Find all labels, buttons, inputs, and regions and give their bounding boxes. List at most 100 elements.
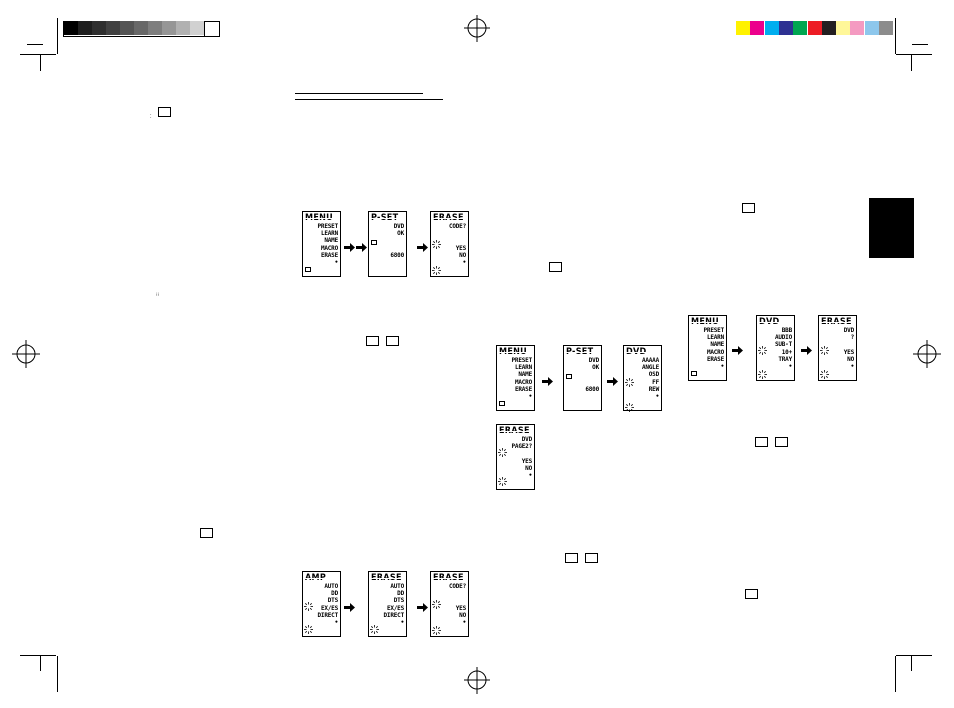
lcd-title: DVD	[759, 317, 791, 327]
gray-swatch	[148, 21, 162, 35]
lcd-lines: CODE? YES NO •	[448, 583, 466, 627]
registration-mark-icon	[464, 667, 490, 694]
heading-rule	[295, 93, 423, 94]
key-placeholder-icon	[200, 528, 213, 538]
right-arrow-icon	[732, 340, 743, 355]
color-swatch	[864, 21, 879, 35]
lcd-title: ERASE	[499, 426, 530, 436]
lcd-title: MENU	[691, 317, 723, 327]
color-swatch	[836, 21, 851, 35]
key-placeholder-icon	[742, 203, 755, 213]
gray-swatch	[64, 21, 78, 35]
lcd-title: P-SET	[371, 213, 403, 223]
right-arrow-icon	[344, 237, 355, 252]
heading-rule	[295, 99, 443, 100]
blink-indicator-icon	[758, 340, 767, 355]
battery-icon	[691, 371, 697, 376]
lcd-lines: PRESET LEARN NAME MACRO ERASE •	[703, 327, 725, 371]
gray-swatch	[190, 21, 204, 35]
key-placeholder-icon	[549, 262, 562, 272]
gray-swatch	[120, 21, 134, 35]
gray-swatch	[204, 21, 220, 37]
gray-swatch	[106, 21, 120, 35]
gray-swatch	[78, 21, 92, 35]
key-placeholder-icon	[755, 437, 768, 447]
lcd-title: MENU	[499, 347, 531, 357]
key-placeholder-icon	[565, 553, 578, 563]
color-swatch	[793, 21, 808, 35]
battery-icon	[305, 267, 311, 272]
key-placeholder-icon	[745, 589, 758, 599]
small-dots: ⁝⁝	[156, 292, 160, 298]
blink-indicator-icon	[820, 340, 829, 355]
color-swatch	[778, 21, 793, 35]
right-arrow-icon	[801, 340, 812, 355]
lcd-lines: DVD ? YES NO •	[843, 327, 854, 371]
section-tab	[869, 198, 914, 258]
right-arrow-icon	[417, 597, 428, 612]
lcd-title: ERASE	[821, 317, 852, 327]
lcd-lines: CODE? YES NO •	[448, 223, 466, 267]
lcd-title: P-SET	[566, 347, 598, 357]
right-arrow-icon	[344, 597, 355, 612]
blink-indicator-icon	[625, 372, 634, 387]
color-swatch	[879, 21, 893, 35]
blink-indicator-icon	[498, 471, 507, 486]
blink-indicator-icon	[625, 397, 634, 412]
lcd-lines: DVD OK 6800	[585, 357, 599, 393]
gray-swatch	[162, 21, 176, 35]
key-placeholder-icon	[585, 553, 598, 563]
key-placeholder-icon	[775, 437, 788, 447]
color-swatch	[850, 21, 865, 35]
blink-indicator-icon	[304, 596, 313, 611]
blink-indicator-icon	[758, 364, 767, 379]
lcd-title: ERASE	[433, 213, 464, 223]
color-swatch	[736, 21, 750, 35]
lcd-title: ERASE	[433, 573, 464, 583]
blink-indicator-icon	[432, 234, 441, 249]
key-placeholder-icon	[158, 107, 171, 117]
color-swatch	[750, 21, 765, 35]
right-arrow-icon	[417, 237, 428, 252]
lcd-title: MENU	[305, 213, 337, 223]
key-placeholder-icon	[386, 336, 399, 346]
lcd-title: DVD	[626, 347, 658, 357]
blink-indicator-icon	[304, 619, 313, 634]
small-dots: ⁚	[150, 114, 152, 120]
lcd-lines: PRESET LEARN NAME MACRO ERASE •	[511, 357, 533, 401]
right-arrow-icon	[607, 371, 618, 386]
gray-swatch	[92, 21, 106, 35]
battery-icon	[371, 240, 377, 245]
lcd-lines: AUTO DD DTS EX/ES DIRECT •	[317, 583, 339, 627]
lcd-lines: BBB AUDIO SUB-T 10+ TRAY •	[774, 327, 792, 371]
lcd-title: ERASE	[371, 573, 402, 583]
lcd-lines: AAAAA ANGLE OSD FF REW •	[641, 357, 659, 401]
lcd-lines: DVD OK 6800	[390, 223, 404, 259]
color-swatch	[764, 21, 779, 35]
color-swatch	[807, 21, 822, 35]
lcd-lines: PRESET LEARN NAME MACRO ERASE •	[317, 223, 339, 267]
lcd-lines: DVD PAGE2? YES NO •	[511, 436, 533, 480]
color-swatch	[821, 21, 836, 35]
right-arrow-icon	[542, 371, 553, 386]
blink-indicator-icon	[432, 260, 441, 275]
lcd-title: AMP	[305, 573, 337, 583]
registration-mark-icon	[913, 340, 941, 368]
right-arrow-icon	[356, 237, 367, 252]
blink-indicator-icon	[820, 364, 829, 379]
battery-icon	[499, 401, 505, 406]
